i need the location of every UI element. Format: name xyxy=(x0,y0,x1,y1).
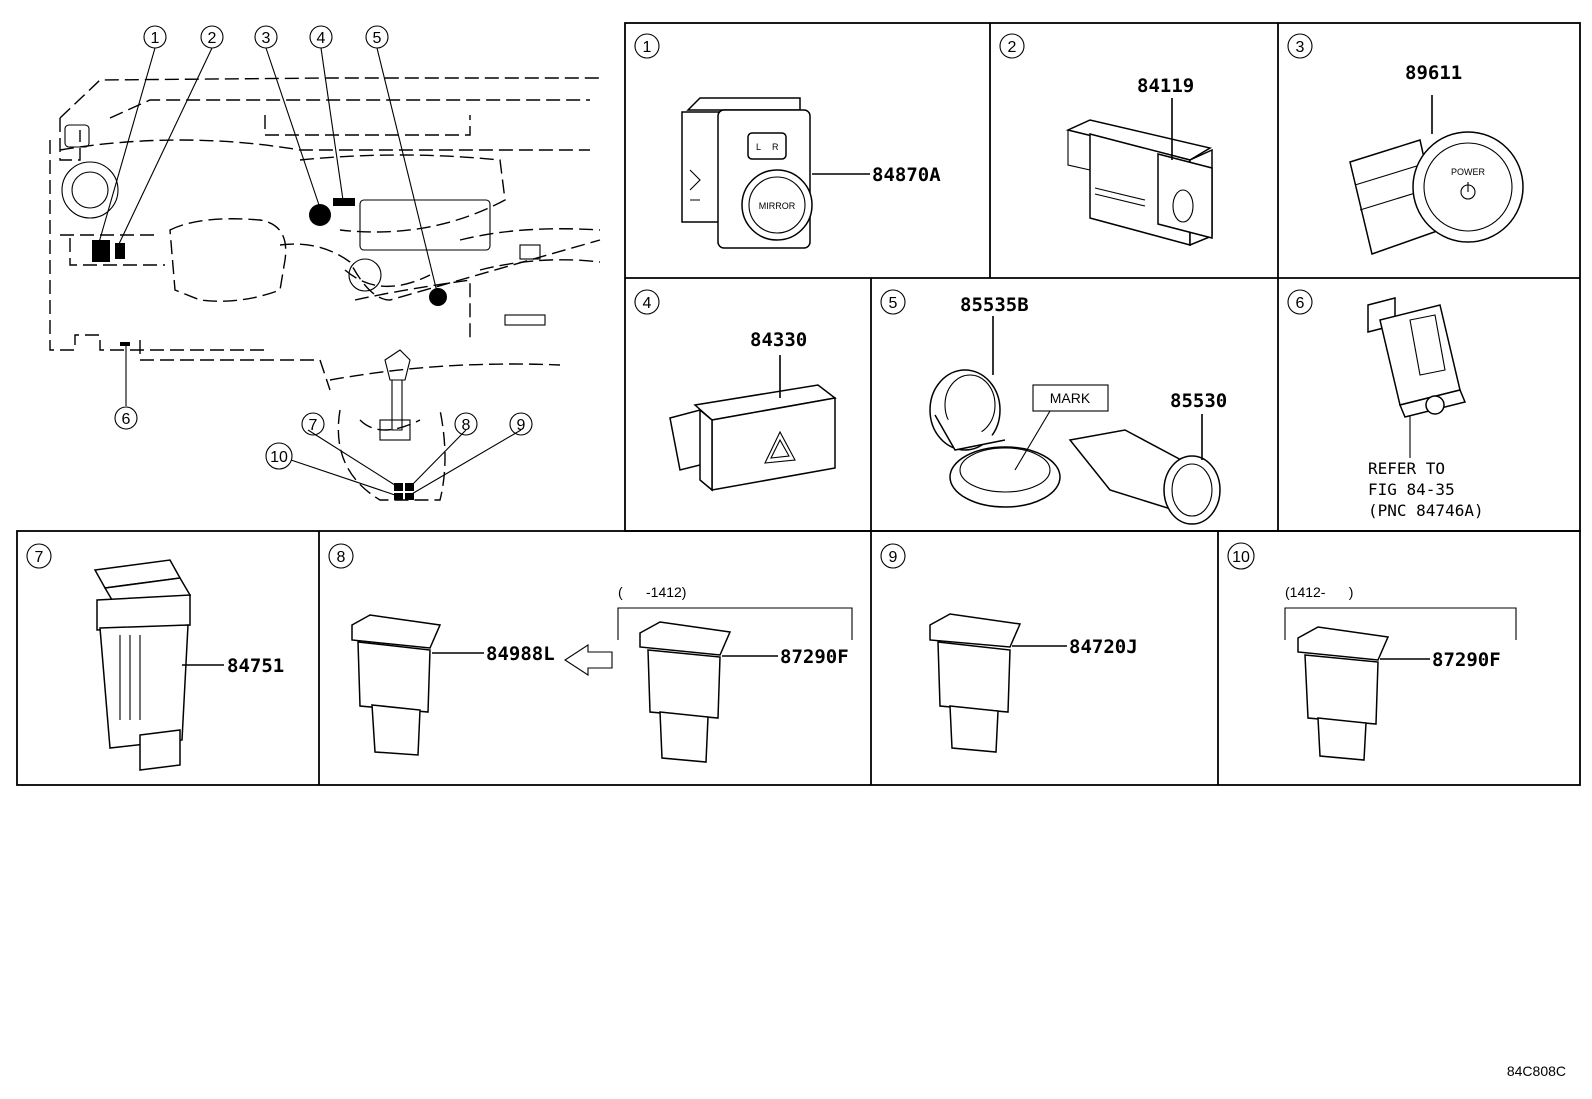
date-range: (1412- ) xyxy=(1285,584,1353,600)
overview-callout: 9 xyxy=(509,412,533,436)
svg-text:6: 6 xyxy=(122,411,131,428)
svg-text:2: 2 xyxy=(208,30,217,47)
dashboard-overview: 1 2 3 4 5 6 7 8 9 10 xyxy=(49,25,601,501)
svg-text:4: 4 xyxy=(317,30,326,47)
part-number: 84720J xyxy=(1069,636,1138,658)
connector-illustration xyxy=(1367,297,1467,418)
panel-1-number: 1 xyxy=(643,39,652,56)
part-number: 84870A xyxy=(872,164,941,186)
part-number: 84119 xyxy=(1137,75,1194,97)
svg-text:8: 8 xyxy=(462,417,471,434)
switch-84751-illustration xyxy=(93,559,192,771)
supersedes-arrow xyxy=(563,643,613,677)
overview-callout: 2 xyxy=(200,25,224,49)
panel-2-number: 2 xyxy=(1008,39,1017,56)
overview-callout: 5 xyxy=(365,25,389,49)
overview-callout: 8 xyxy=(454,412,478,436)
panel-1: 1 L R MIRROR 84870A xyxy=(634,33,941,249)
hazard-switch-illustration xyxy=(669,384,837,492)
panel-5-number: 5 xyxy=(889,295,898,312)
svg-text:10: 10 xyxy=(270,449,288,466)
overview-callout: 1 xyxy=(143,25,167,49)
part-number: 85535B xyxy=(960,294,1029,316)
overview-callout: 6 xyxy=(114,406,138,430)
panel-10-number: 10 xyxy=(1232,549,1250,566)
panel-3: 3 POWER 89611 xyxy=(1287,33,1524,255)
svg-text:7: 7 xyxy=(309,417,318,434)
svg-text:L: L xyxy=(756,142,761,152)
svg-text:3: 3 xyxy=(262,30,271,47)
refer-note-line3: (PNC 84746A) xyxy=(1368,501,1484,520)
power-label: POWER xyxy=(1451,167,1486,177)
mirror-label: MIRROR xyxy=(759,201,796,211)
panel-4: 4 84330 xyxy=(634,289,837,492)
part-number: 84330 xyxy=(750,329,807,351)
part-number: 89611 xyxy=(1405,62,1462,84)
panel-9: 9 84720J xyxy=(880,543,1138,753)
panel-9-number: 9 xyxy=(889,549,898,566)
date-range: ( -1412) xyxy=(618,584,686,600)
switch-84988L-illustration xyxy=(351,614,442,756)
panel-8: 8 84988L ( -1412) 87290F xyxy=(328,543,853,763)
panel-3-number: 3 xyxy=(1296,39,1305,56)
overview-callout: 3 xyxy=(254,25,278,49)
svg-text:R: R xyxy=(772,142,779,152)
part-number: 87290F xyxy=(780,646,849,668)
panel-10: 10 (1412- ) 87290F xyxy=(1227,542,1517,761)
panel-frames xyxy=(16,22,1581,786)
part-number: 85530 xyxy=(1170,390,1227,412)
part-number: 84751 xyxy=(227,655,284,677)
power-switch-illustration: POWER xyxy=(1349,131,1524,255)
socket-illustration xyxy=(929,369,1221,525)
mark-label: MARK xyxy=(1050,390,1091,406)
overview-callout: 10 xyxy=(265,442,293,470)
switch-87290F-illustration xyxy=(639,621,732,763)
panel-7-number: 7 xyxy=(35,549,44,566)
panel-5: 5 85535B 85530 MARK xyxy=(880,289,1227,525)
figure-id: 84C808C xyxy=(1506,1063,1566,1079)
part-number: 87290F xyxy=(1432,649,1501,671)
dimmer-switch-illustration xyxy=(1065,119,1213,247)
overview-callout: 7 xyxy=(301,412,325,436)
switch-84720J-illustration xyxy=(929,613,1022,753)
switch-87290F-illustration xyxy=(1297,626,1390,761)
panel-6: 6 REFER TO FIG 84-35 (PNC 84746A) xyxy=(1287,289,1484,520)
refer-note-line1: REFER TO xyxy=(1368,459,1445,478)
overview-callout: 4 xyxy=(309,25,333,49)
panel-4-number: 4 xyxy=(643,295,652,312)
svg-text:1: 1 xyxy=(151,30,160,47)
panel-8-number: 8 xyxy=(337,549,346,566)
svg-text:9: 9 xyxy=(517,417,526,434)
refer-note-line2: FIG 84-35 xyxy=(1368,480,1455,499)
panel-2: 2 84119 xyxy=(999,33,1213,247)
mirror-switch-illustration: L R MIRROR xyxy=(681,97,813,249)
part-number: 84988L xyxy=(486,643,555,665)
svg-text:5: 5 xyxy=(373,30,382,47)
panel-7: 7 84751 xyxy=(26,543,284,771)
panel-6-number: 6 xyxy=(1296,295,1305,312)
